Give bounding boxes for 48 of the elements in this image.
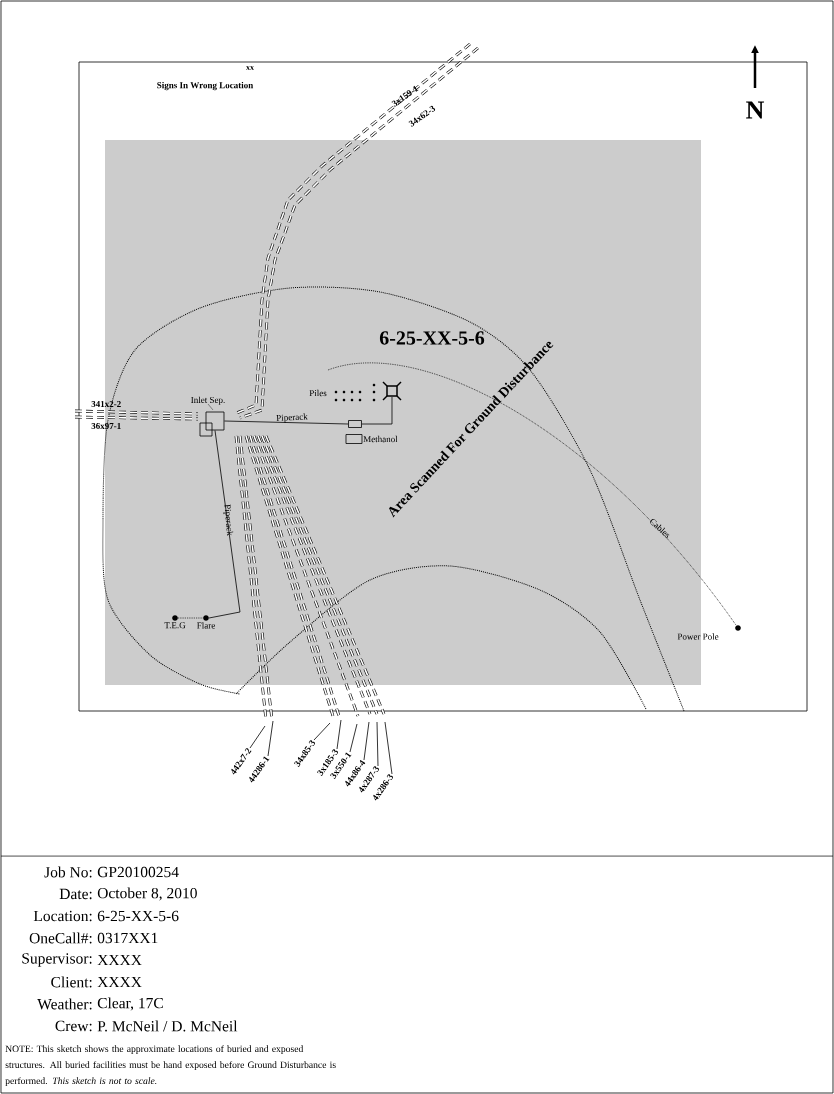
field-name: Crew: <box>55 1020 92 1032</box>
leader-line <box>313 722 331 741</box>
field-value: Clear, 17C <box>97 997 163 1011</box>
separator-box: Inlet Sep. <box>191 396 225 437</box>
node-label: Inlet Sep. <box>191 396 225 405</box>
leader-line <box>267 720 274 757</box>
cable-line <box>327 362 737 626</box>
node-label: Power Pole <box>677 633 719 640</box>
field-name: Location: <box>33 910 92 922</box>
box <box>348 420 362 428</box>
field-name: Job No: <box>44 866 92 878</box>
north-letter: N <box>746 101 765 119</box>
pipeline-label: 36x97-1 <box>91 423 121 430</box>
leader-line <box>349 723 358 753</box>
node-label: T.E.G <box>164 622 186 629</box>
field-value: P. McNeil / D. McNeil <box>97 1020 238 1032</box>
wellhead-symbol <box>382 381 402 401</box>
pipe-rack-line <box>177 617 204 619</box>
field-value: 6-25-XX-5-6 <box>97 910 179 922</box>
edge-label: Piperack <box>276 413 308 423</box>
field-name: Date: <box>59 888 92 900</box>
field-name: Supervisor: <box>22 953 92 967</box>
field-value: 0317XX1 <box>97 932 158 944</box>
note: NOTE: This sketch shows the approximate locations of buried and exposed structures. All buried facilities must be hand exposed before Ground Disturbance is performed. This sketch is not to scale. <box>5 1045 336 1086</box>
pipe-rack-line <box>361 396 393 425</box>
field-value: GP20100254 <box>97 866 179 878</box>
xx: xx <box>246 66 254 70</box>
piles-label: Piles <box>309 389 327 397</box>
edge-label: Piperack <box>223 504 234 536</box>
field-name: Weather: <box>37 998 92 1010</box>
node-label: Flare <box>197 622 215 629</box>
methanol-box: Methanol <box>345 434 398 444</box>
field-value: XXXX <box>97 954 142 966</box>
note: Signs In Wrong Location <box>157 81 254 91</box>
pipe-rack-line <box>208 430 241 619</box>
node-label: Methanol <box>363 435 398 443</box>
leader-line <box>249 725 266 749</box>
leader-line <box>376 721 379 767</box>
location-title: 6-25-XX-5-6 <box>379 331 485 345</box>
field-value: October 8, 2010 <box>97 887 197 901</box>
pipe-rack-line <box>224 420 349 425</box>
pipeline-label: 341x2-2 <box>91 401 121 408</box>
leader-line <box>336 719 342 750</box>
leader-line <box>384 721 393 775</box>
field-name: Client: <box>51 976 92 988</box>
field-value: XXXX <box>97 976 142 988</box>
field-name: OneCall#: <box>29 932 92 944</box>
leader-line <box>363 721 370 761</box>
